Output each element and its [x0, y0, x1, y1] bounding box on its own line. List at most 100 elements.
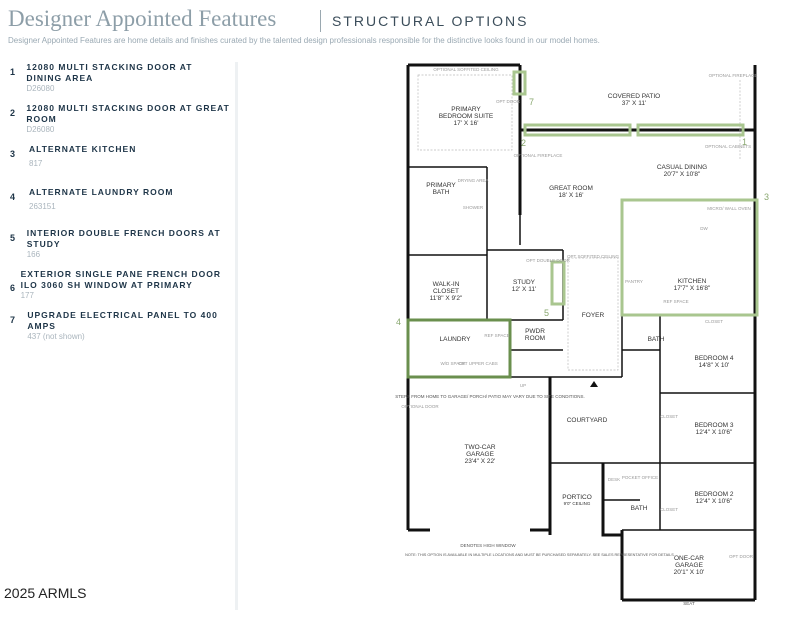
- entry-arrow-icon: [590, 381, 598, 387]
- highlight-french-doors: [550, 260, 566, 306]
- note-opt-soffit: OPT SOFFITED CEILING: [567, 254, 619, 259]
- marker-4: 4: [396, 317, 401, 327]
- option-number: 7: [10, 315, 16, 325]
- option-name: 12080 MULTI STACKING DOOR AT DINING AREA: [26, 62, 193, 83]
- page-subtitle: STRUCTURAL OPTIONS: [332, 13, 529, 29]
- note-fireplace-2: OPTIONAL FIREPLACE: [514, 153, 563, 158]
- option-number: 4: [10, 192, 16, 202]
- marker-1: 1: [742, 137, 747, 147]
- walls: [406, 63, 757, 602]
- option-number: 5: [10, 233, 16, 243]
- column-divider: [235, 62, 238, 610]
- note-optional-door: OPTIONAL DOOR: [401, 404, 439, 409]
- marker-3: 3: [764, 192, 769, 202]
- option-highlights: [406, 70, 759, 379]
- option-item: 6 EXTERIOR SINGLE PANE FRENCH DOOR ILO 30…: [10, 269, 230, 301]
- note-closet-2: CLOSET: [660, 507, 678, 512]
- options-list: 1 12080 MULTI STACKING DOOR AT DINING ARE…: [10, 62, 230, 351]
- option-number: 2: [10, 108, 16, 118]
- option-code: 166: [26, 250, 41, 259]
- note-shower: SHOWER: [463, 205, 484, 210]
- option-number: 3: [10, 149, 16, 159]
- option-item: 3 ALTERNATE KITCHEN 817: [10, 144, 230, 169]
- note-opt-door: OPT DOOR: [496, 99, 521, 104]
- option-name: ALTERNATE KITCHEN: [29, 144, 137, 154]
- room-bath-2: BATH: [631, 505, 648, 512]
- highlight-stacking-door-great-room: [523, 123, 632, 137]
- option-item: 4 ALTERNATE LAUNDRY ROOM 263151: [10, 187, 230, 212]
- note-upper-cabs: OPT UPPER CABS: [458, 361, 497, 366]
- note-seat: SEAT: [683, 601, 695, 606]
- marker-5: 5: [544, 308, 549, 318]
- note-micro-oven: MICRO/ WALL OVEN: [707, 206, 750, 211]
- marker-2: 2: [521, 138, 526, 148]
- marker-7: 7: [529, 97, 534, 107]
- note-steps: STEPS FROM HOME TO GARAGE/ PORCH/ PATIO …: [395, 394, 585, 399]
- note-drying: DRYING AREA: [458, 178, 489, 183]
- option-name: INTERIOR DOUBLE FRENCH DOORS AT STUDY: [26, 228, 221, 249]
- plan-annotations: OPTIONAL SOFFITED CEILING OPTIONAL FIREP…: [395, 67, 757, 606]
- note-pocket-office: POCKET OFFICE: [622, 475, 658, 480]
- highlight-electrical: [512, 70, 527, 96]
- room-bath: BATH: [648, 336, 665, 343]
- title-divider: [320, 10, 321, 32]
- note-opt-door-3: OPT DOOR: [729, 554, 754, 559]
- note-option: NOTE: THIS OPTION IS AVAILABLE IN MULTIP…: [405, 553, 675, 557]
- room-courtyard: COURTYARD: [567, 417, 608, 424]
- note-closet: CLOSET: [705, 319, 723, 324]
- copyright: 2025 ARMLS: [4, 585, 87, 601]
- option-code: 263151: [29, 202, 56, 211]
- note-desk: DESK: [608, 477, 620, 482]
- room-laundry: LAUNDRY: [440, 336, 472, 343]
- option-code: 817: [29, 159, 43, 168]
- page-title: Designer Appointed Features: [8, 6, 277, 31]
- option-item: 1 12080 MULTI STACKING DOOR AT DINING ARE…: [10, 62, 230, 94]
- note-ref: REF SPACE: [663, 299, 688, 304]
- option-code: 177: [20, 291, 34, 300]
- highlight-stacking-door-dining: [636, 123, 745, 137]
- note-soffit: OPTIONAL SOFFITED CEILING: [433, 67, 499, 72]
- note-ref-2: REF SPACE: [484, 333, 509, 338]
- option-code: D26080: [26, 84, 55, 93]
- note-up: UP: [520, 383, 526, 388]
- option-code: 437 (not shown): [27, 332, 85, 341]
- option-code: D26080: [26, 125, 55, 134]
- option-name: UPGRADE ELECTRICAL PANEL TO 400 AMPS: [27, 310, 218, 331]
- option-name: 12080 MULTI STACKING DOOR AT GREAT ROOM: [26, 103, 230, 124]
- option-name: EXTERIOR SINGLE PANE FRENCH DOOR ILO 306…: [20, 269, 222, 290]
- option-number: 6: [10, 283, 16, 293]
- note-dw: DW: [700, 226, 708, 231]
- note-pantry: PANTRY: [625, 279, 643, 284]
- note-cabinets: OPTIONAL CABINETS: [705, 144, 751, 149]
- intro-text: Designer Appointed Features are home det…: [8, 36, 600, 45]
- note-high-window: DENOTES HIGH WINDOW: [460, 543, 516, 548]
- note-closet-3: CLOSET: [660, 414, 678, 419]
- note-wd: W/D SPACE: [441, 361, 466, 366]
- option-number: 1: [10, 67, 16, 77]
- option-item: 2 12080 MULTI STACKING DOOR AT GREAT ROOM…: [10, 103, 230, 135]
- option-name: ALTERNATE LAUNDRY ROOM: [29, 187, 174, 197]
- highlight-kitchen: [620, 198, 759, 317]
- room-foyer: FOYER: [582, 312, 605, 319]
- highlight-laundry: [406, 318, 512, 379]
- note-fireplace: OPTIONAL FIREPLACE: [709, 73, 758, 78]
